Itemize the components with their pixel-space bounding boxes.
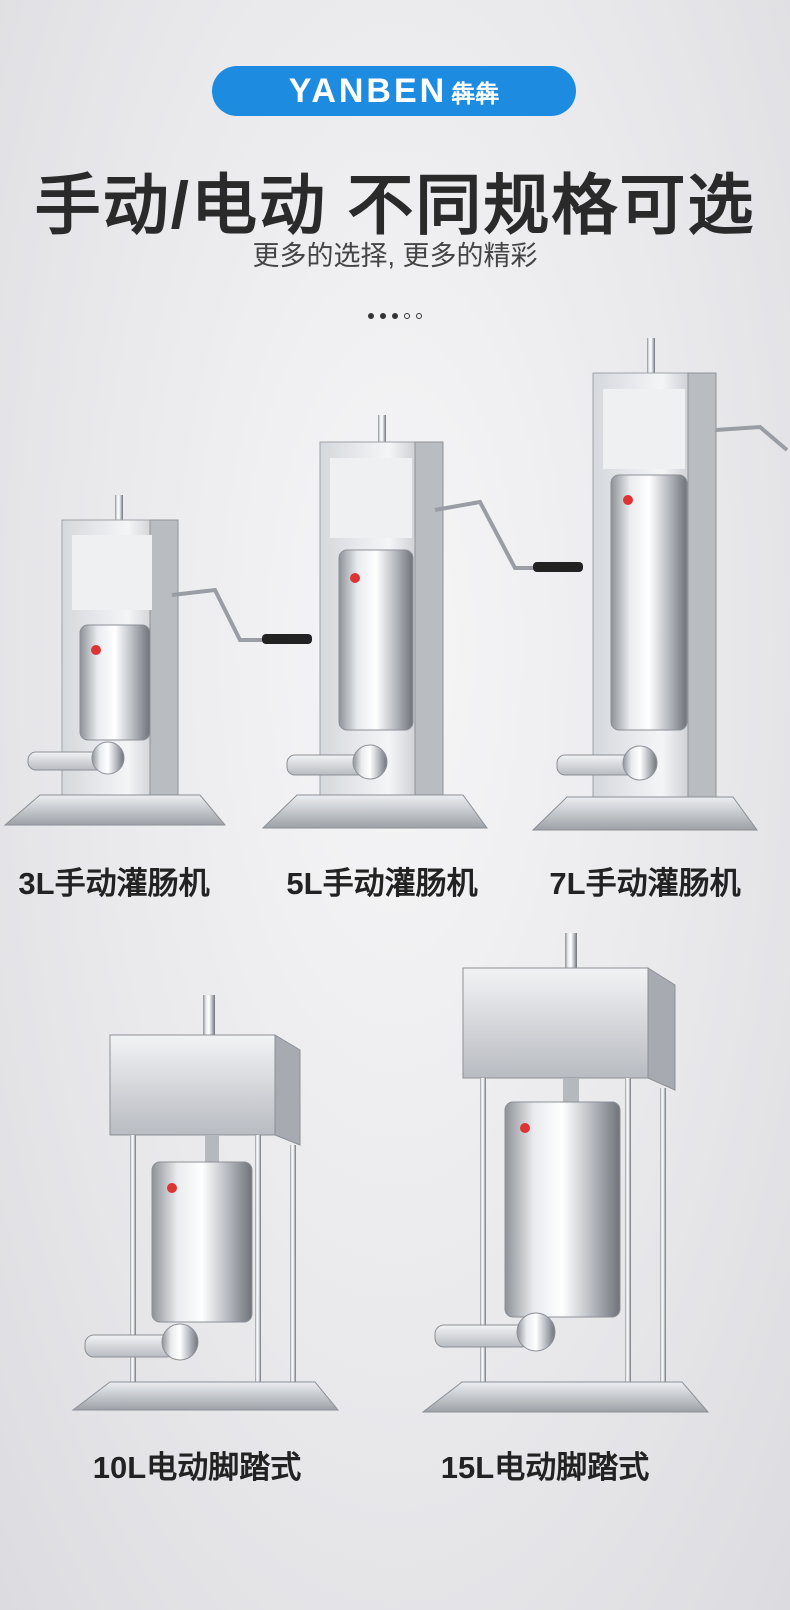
brand-logo: YANBEN 犇犇 xyxy=(212,66,576,116)
product-caption-15l: 15L电动脚踏式 xyxy=(440,1450,650,1485)
pager-dot[interactable] xyxy=(416,313,422,319)
product-caption-10l: 10L电动脚踏式 xyxy=(92,1450,302,1485)
pager-dot[interactable] xyxy=(404,313,410,319)
brand-logo-cn: 犇犇 xyxy=(451,80,500,108)
pager-dot[interactable] xyxy=(392,313,398,319)
manual-stuffer-3l-image xyxy=(3,495,312,826)
product-caption-7l: 7L手动灌肠机 xyxy=(549,866,741,901)
manual-stuffer-5l-image xyxy=(261,415,583,829)
electric-stuffer-10l-image xyxy=(71,995,340,1411)
pager-dot[interactable] xyxy=(368,313,374,319)
manual-stuffer-7l-image xyxy=(531,338,789,831)
brand-logo-latin: YANBEN xyxy=(288,71,448,110)
carousel-pager xyxy=(0,313,790,319)
pager-dot[interactable] xyxy=(380,313,386,319)
electric-stuffer-15l-image xyxy=(421,933,710,1413)
page-subline: 更多的选择, 更多的精彩 xyxy=(252,241,538,271)
page-headline: 手动/电动 不同规格可选 xyxy=(34,168,756,242)
product-caption-3l: 3L手动灌肠机 xyxy=(18,866,210,901)
product-caption-5l: 5L手动灌肠机 xyxy=(286,866,478,901)
